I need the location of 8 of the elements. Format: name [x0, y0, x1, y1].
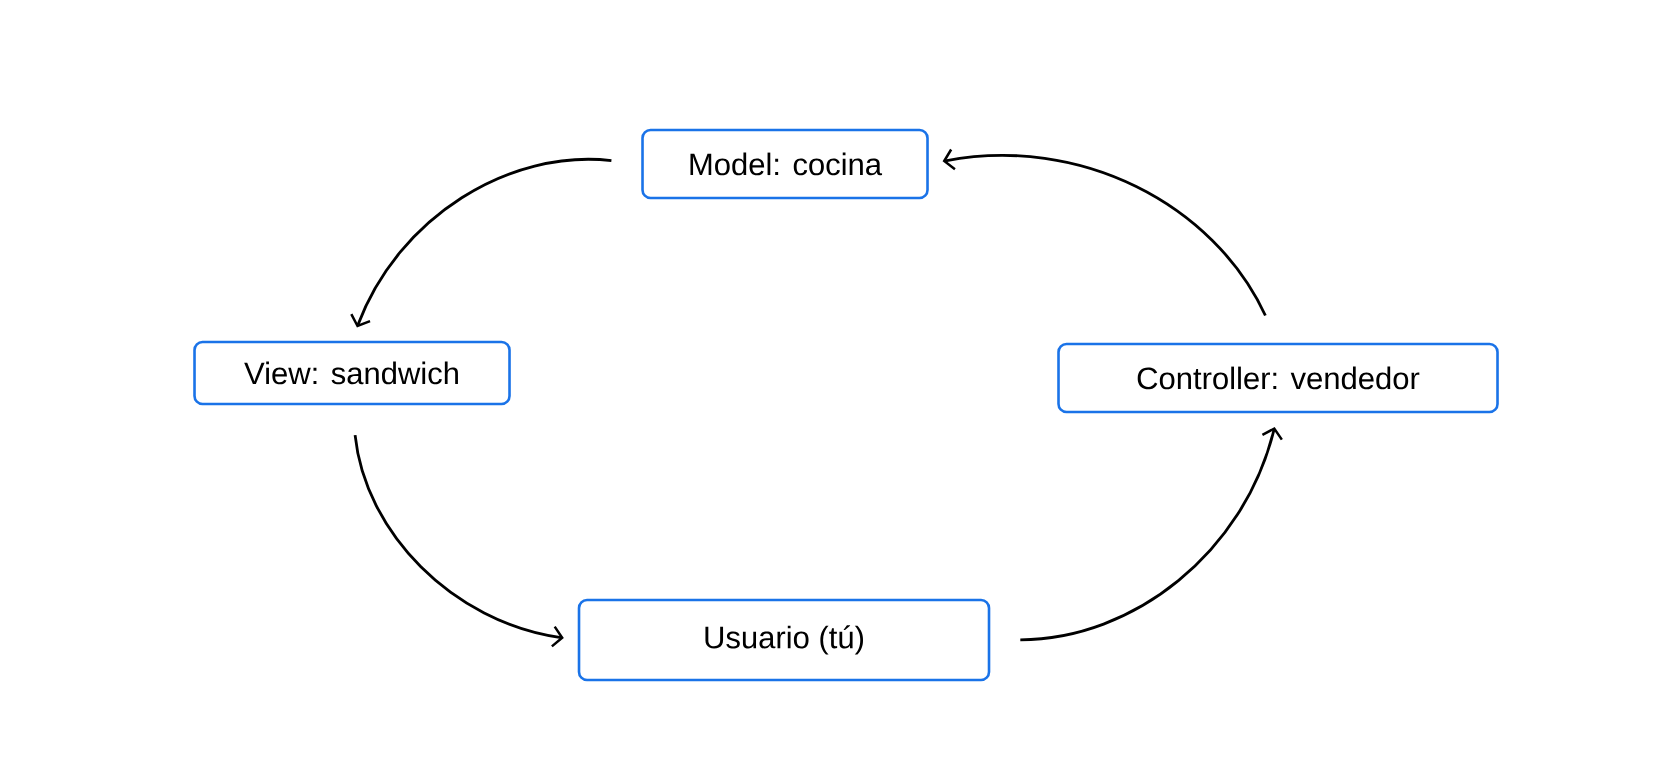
process-box: Controller: vendedor [1057, 342, 1499, 414]
arrow [353, 434, 564, 648]
process-box: Usuario (tú) [577, 598, 991, 682]
arrow [1020, 426, 1283, 642]
process-box: Model: cocina [641, 128, 929, 200]
arrow [942, 148, 1267, 317]
process-box: View: sandwich [193, 340, 511, 406]
arrow [350, 157, 612, 328]
